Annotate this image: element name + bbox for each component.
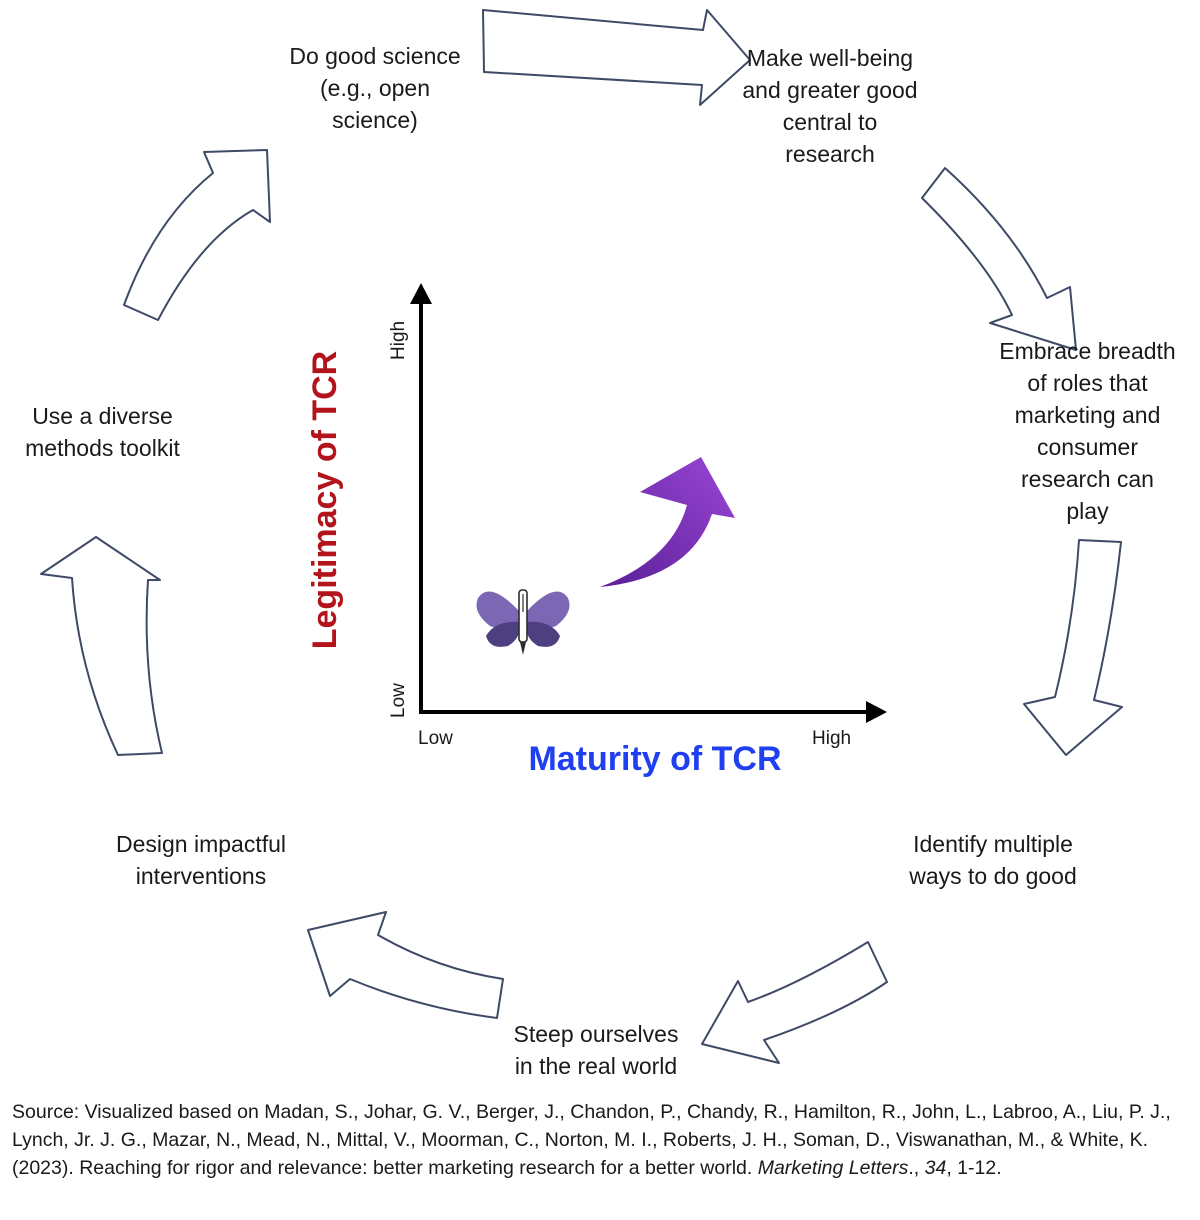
source-prefix: Source: Visualized based on Madan, S., J… (12, 1101, 1171, 1179)
source-mid: ., (908, 1157, 925, 1179)
cycle-arrow-left (40, 536, 163, 756)
cycle-arrow-bottom-left (307, 911, 504, 1019)
source-pages: , 1-12. (946, 1157, 1002, 1179)
step-identify-multiple: Identify multiple ways to do good (909, 831, 1077, 889)
y-axis-title: Legitimacy of TCR (306, 350, 344, 650)
cycle-arrow-bottom-right (701, 941, 888, 1064)
source-citation: Source: Visualized based on Madan, S., J… (12, 1098, 1192, 1182)
cycle-arrow-top-right (921, 167, 1077, 351)
butterfly-pen-icon (476, 589, 570, 655)
chart-axes (419, 298, 872, 714)
cycle-arrow-top-left (123, 149, 271, 321)
step-embrace-breadth: Embrace breadth of roles that marketing … (999, 338, 1176, 524)
step-steep-ourselves: Steep ourselves in the real world (513, 1021, 679, 1079)
step-design-interventions: Design impactful interventions (115, 831, 287, 889)
upward-trend-arrow (600, 457, 735, 587)
cycle-arrow-right (1023, 539, 1123, 756)
y-tick-low: Low (388, 683, 409, 718)
step-do-good-science: Do good science (e.g., open science) (289, 43, 461, 133)
y-tick-high: High (388, 320, 409, 360)
x-tick-low: Low (418, 728, 453, 749)
x-tick-high: High (812, 728, 852, 749)
cycle-arrow-top (482, 9, 751, 106)
x-axis-title: Maturity of TCR (528, 740, 782, 778)
y-axis-arrowhead (410, 283, 432, 304)
step-well-being: Make well-being and greater good central… (742, 45, 918, 167)
source-volume: 34 (924, 1157, 947, 1179)
x-axis-arrowhead (866, 701, 887, 723)
step-diverse-methods: Use a diverse methods toolkit (25, 403, 180, 461)
source-journal: Marketing Letters (757, 1157, 909, 1179)
